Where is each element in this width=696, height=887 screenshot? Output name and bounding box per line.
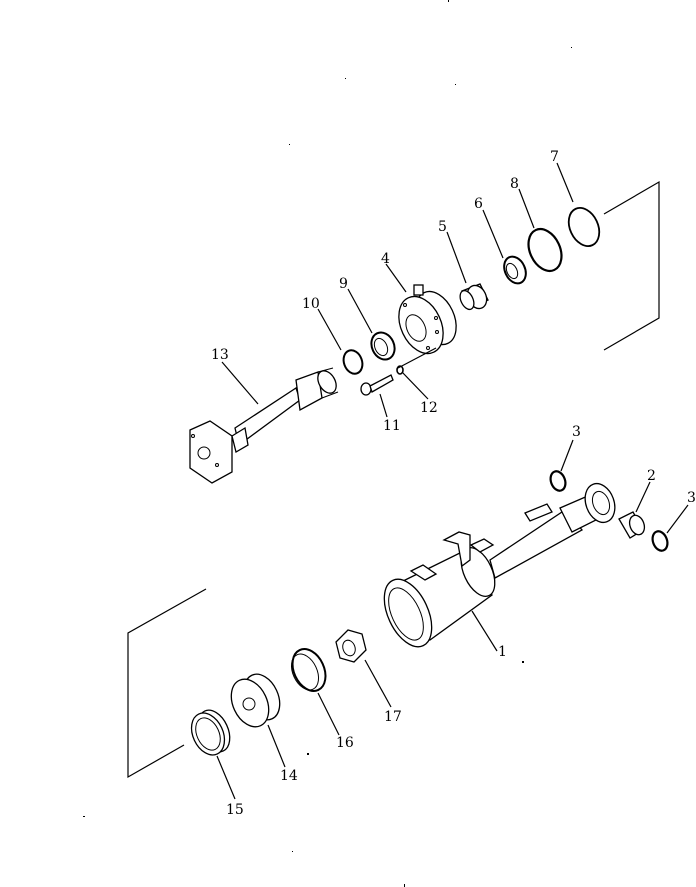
part-2-bushing: [618, 511, 646, 539]
callout-3b: 3: [687, 490, 696, 506]
callout-3a: 3: [572, 424, 581, 440]
callout-1: 1: [498, 644, 507, 660]
callout-6: 6: [474, 196, 483, 212]
callout-4: 4: [381, 251, 390, 267]
part-16-wear-ring: [290, 648, 327, 692]
scan-artifacts: [83, 0, 572, 887]
leader-lines: [216, 162, 689, 800]
callout-12: 12: [420, 400, 438, 416]
callout-13: 13: [211, 347, 229, 363]
callout-11: 11: [383, 418, 401, 434]
part-9-bearing: [370, 331, 396, 361]
callout-14: 14: [280, 768, 298, 784]
lower-group-bracket: [127, 588, 207, 779]
callout-9: 9: [339, 276, 348, 292]
callout-10: 10: [302, 296, 320, 312]
part-11-bolt: [360, 374, 394, 396]
part-6-bearing: [503, 255, 527, 285]
part-7-o-ring: [567, 207, 601, 247]
part-8-backup-ring: [527, 227, 563, 273]
part-17-nut: [335, 629, 367, 663]
part-1-cylinder-tube: [383, 482, 616, 648]
callout-17: 17: [384, 709, 402, 725]
part-10-snap-ring: [342, 349, 364, 375]
callout-16: 16: [336, 735, 354, 751]
part-3-seal-upper: [549, 470, 567, 492]
part-5-bushing: [459, 283, 489, 311]
callout-8: 8: [510, 176, 519, 192]
part-14-piston: [230, 673, 281, 728]
part-3-seal-right: [651, 530, 669, 552]
part-15-gland: [190, 709, 231, 756]
callout-7: 7: [550, 149, 559, 165]
part-13-piston-rod: [189, 367, 339, 484]
upper-group-bracket: [603, 180, 660, 351]
part-4-rod-head: [398, 284, 457, 355]
callout-2: 2: [647, 468, 656, 484]
callout-labels: 1 2 3 3 4 5 6 7 8 9 10 11 12 13 14 15 16…: [211, 149, 696, 818]
callout-5: 5: [438, 219, 447, 235]
callout-15: 15: [226, 802, 244, 818]
